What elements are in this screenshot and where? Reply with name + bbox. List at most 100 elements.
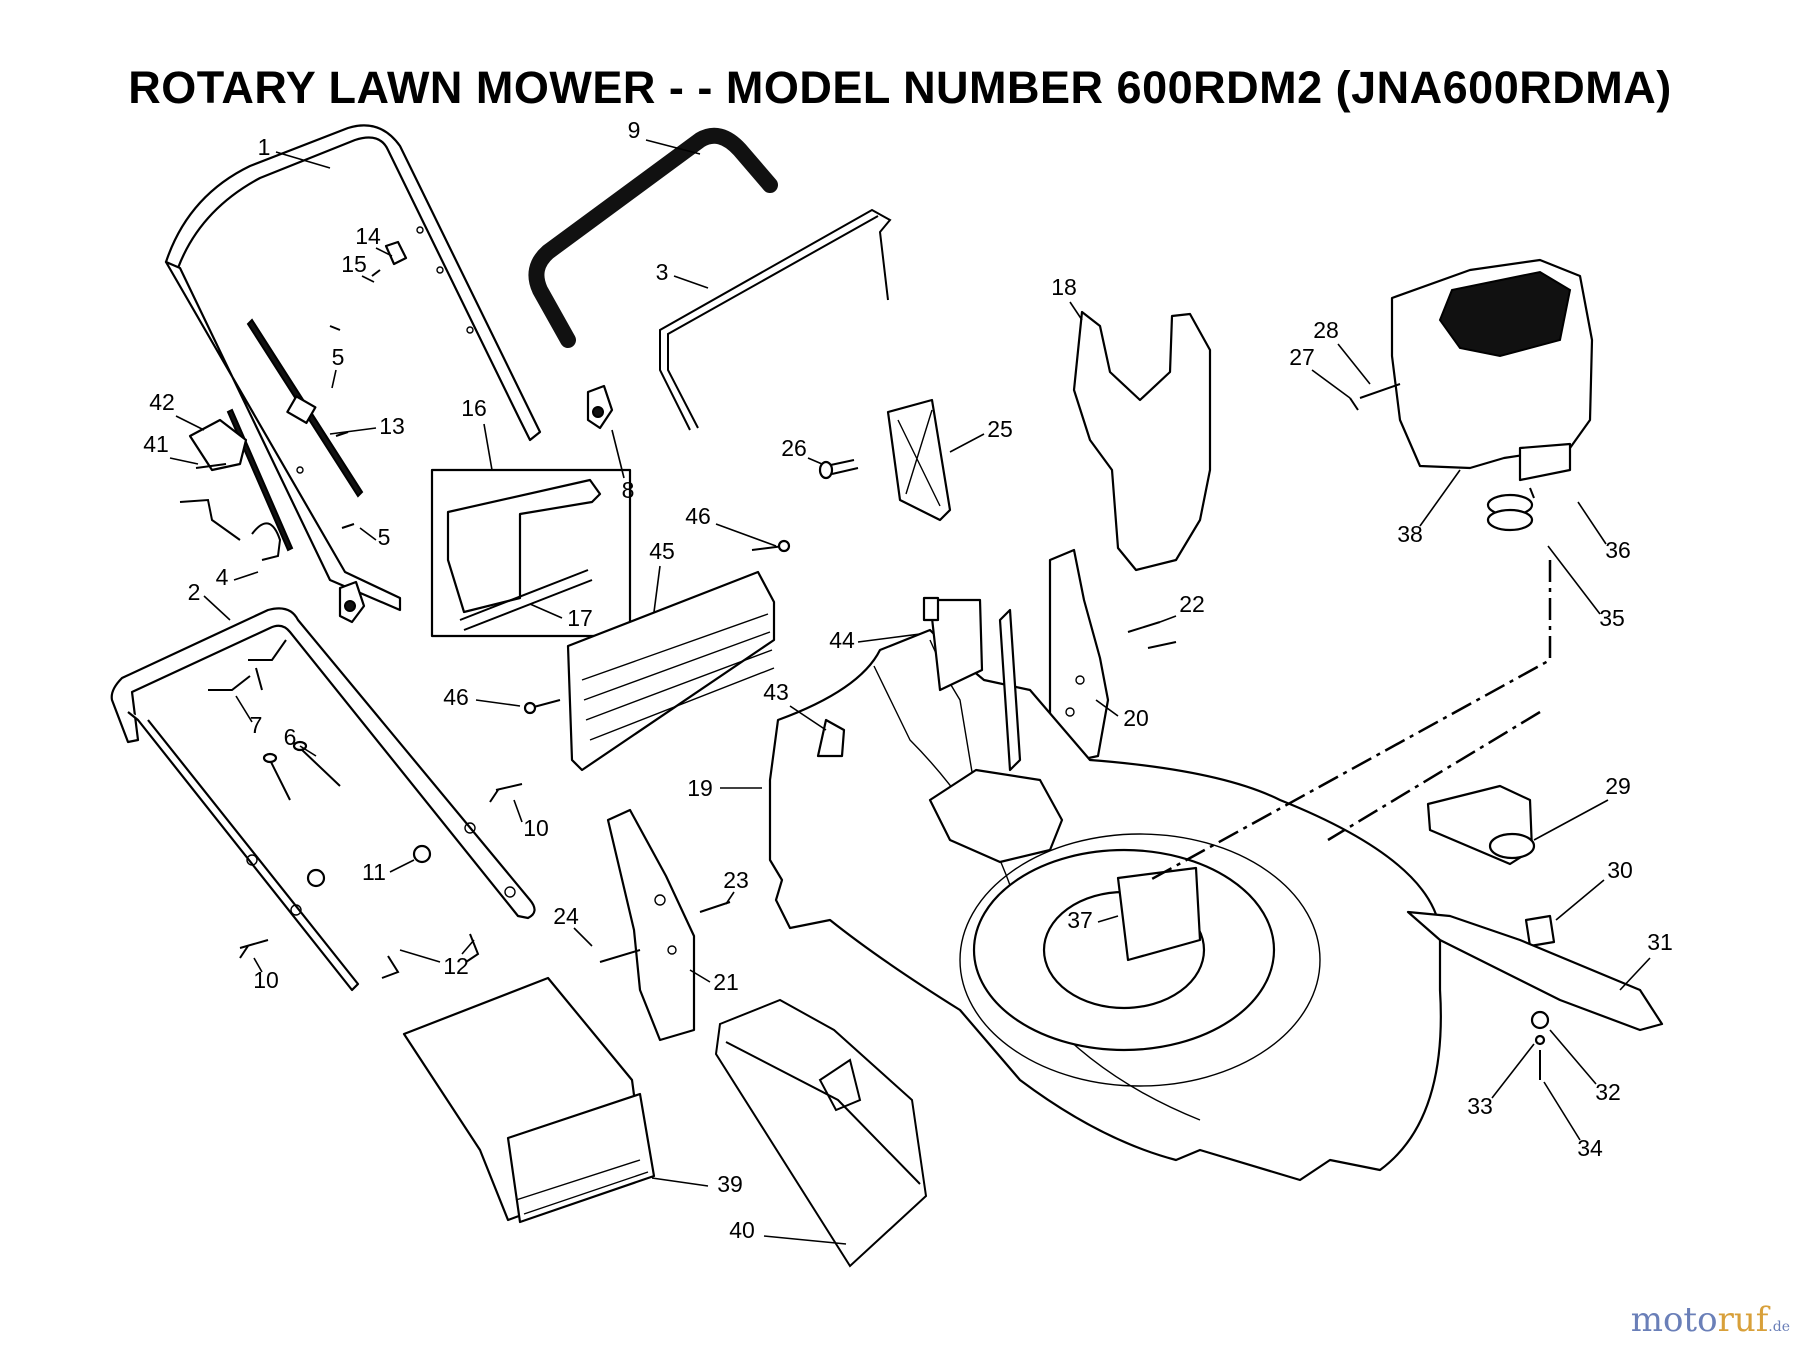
callout-label: 14 xyxy=(355,223,381,249)
watermark-text-c: .de xyxy=(1768,1319,1790,1335)
callout-label: 2 xyxy=(188,579,201,605)
blade-assembly xyxy=(1406,784,1664,1080)
callout-42: 42 xyxy=(149,389,205,431)
callout-28: 28 xyxy=(1313,317,1371,385)
callout-29: 29 xyxy=(1533,773,1631,841)
callout-46b: 46 xyxy=(443,684,521,710)
callout-label: 16 xyxy=(461,395,487,421)
callout-23: 23 xyxy=(723,867,749,905)
callout-15: 15 xyxy=(341,251,375,283)
callout-2: 2 xyxy=(188,579,231,621)
bag-frame-inset xyxy=(430,468,632,638)
bag-frame xyxy=(714,998,928,1268)
assembly-line-blade xyxy=(1327,710,1541,842)
callout-33: 33 xyxy=(1467,1043,1535,1119)
callout-16: 16 xyxy=(461,395,493,471)
callout-label: 13 xyxy=(379,413,405,439)
handle-grip xyxy=(528,127,778,348)
callout-8: 8 xyxy=(611,429,635,503)
callout-label: 6 xyxy=(284,724,297,750)
rear-flap xyxy=(523,539,791,772)
callout-label: 39 xyxy=(717,1171,743,1197)
callout-24: 24 xyxy=(553,903,593,947)
callout-37: 37 xyxy=(1067,907,1119,933)
callout-1: 1 xyxy=(258,134,331,169)
callout-label: 30 xyxy=(1607,857,1633,883)
upper-handle xyxy=(164,124,542,612)
callout-label: 31 xyxy=(1647,929,1673,955)
callout-label: 45 xyxy=(649,538,675,564)
callout-26: 26 xyxy=(781,435,823,465)
callout-22: 22 xyxy=(1159,591,1205,623)
callout-label: 29 xyxy=(1605,773,1631,799)
callout-11: 11 xyxy=(362,859,415,885)
callout-43: 43 xyxy=(763,679,827,731)
height-adjuster-front xyxy=(599,808,731,1042)
callout-14: 14 xyxy=(355,223,393,257)
callout-label: 5 xyxy=(332,344,345,370)
callout-32: 32 xyxy=(1549,1029,1621,1105)
callout-36: 36 xyxy=(1577,501,1631,563)
engine xyxy=(1349,258,1594,532)
callout-label: 46 xyxy=(443,684,469,710)
callout-label: 10 xyxy=(523,815,549,841)
callout-label: 1 xyxy=(258,134,271,160)
callout-18: 18 xyxy=(1051,274,1083,321)
callout-5b: 5 xyxy=(359,524,391,550)
callout-9: 9 xyxy=(628,117,701,155)
callout-label: 41 xyxy=(143,431,169,457)
callout-label: 32 xyxy=(1595,1079,1621,1105)
callout-13: 13 xyxy=(329,413,405,439)
callout-label: 15 xyxy=(341,251,367,277)
callout-label: 12 xyxy=(443,953,469,979)
callout-label: 11 xyxy=(362,859,386,885)
watermark-text-a: moto xyxy=(1630,1300,1718,1340)
callout-19: 19 xyxy=(687,775,762,801)
callout-label: 36 xyxy=(1605,537,1631,563)
rear-shield xyxy=(1072,310,1212,572)
callout-21: 21 xyxy=(689,969,739,995)
callout-label: 17 xyxy=(567,605,593,631)
callout-label: 26 xyxy=(781,435,807,461)
callout-5a: 5 xyxy=(331,344,345,389)
callout-3: 3 xyxy=(656,259,709,289)
callout-label: 25 xyxy=(987,416,1013,442)
callout-label: 28 xyxy=(1313,317,1339,343)
callout-label: 27 xyxy=(1289,344,1315,370)
callout-label: 35 xyxy=(1599,605,1625,631)
callout-label: 34 xyxy=(1577,1135,1603,1161)
height-adjuster-rear xyxy=(1048,548,1177,764)
callout-label: 38 xyxy=(1397,521,1423,547)
callout-label: 4 xyxy=(216,564,229,590)
callout-20: 20 xyxy=(1095,699,1149,731)
callout-41: 41 xyxy=(143,431,199,465)
callout-label: 8 xyxy=(622,477,635,503)
callout-6: 6 xyxy=(284,724,317,757)
page-title: ROTARY LAWN MOWER - - MODEL NUMBER 600RD… xyxy=(128,62,1672,113)
mower-deck xyxy=(768,596,1442,1182)
callout-label: 40 xyxy=(729,1217,755,1243)
callout-label: 21 xyxy=(713,969,739,995)
callout-39: 39 xyxy=(651,1171,743,1197)
callout-label: 3 xyxy=(656,259,669,285)
callout-30: 30 xyxy=(1555,857,1633,921)
callout-label: 37 xyxy=(1067,907,1093,933)
watermark-logo: motoruf.de xyxy=(1631,1300,1790,1340)
grass-bag xyxy=(402,976,656,1224)
callout-46a: 46 xyxy=(685,503,777,547)
callout-label: 5 xyxy=(378,524,391,550)
callout-40: 40 xyxy=(729,1217,847,1245)
callout-label: 46 xyxy=(685,503,711,529)
callout-27: 27 xyxy=(1289,344,1351,399)
callout-31: 31 xyxy=(1619,929,1673,991)
callout-12: 12 xyxy=(399,939,475,979)
lower-handle xyxy=(110,607,536,992)
callout-label: 9 xyxy=(628,117,641,143)
callout-4: 4 xyxy=(216,564,259,590)
callout-10b: 10 xyxy=(253,957,279,993)
callout-label: 24 xyxy=(553,903,579,929)
callout-35: 35 xyxy=(1547,545,1625,631)
callout-label: 18 xyxy=(1051,274,1077,300)
discharge-cover xyxy=(818,398,952,522)
